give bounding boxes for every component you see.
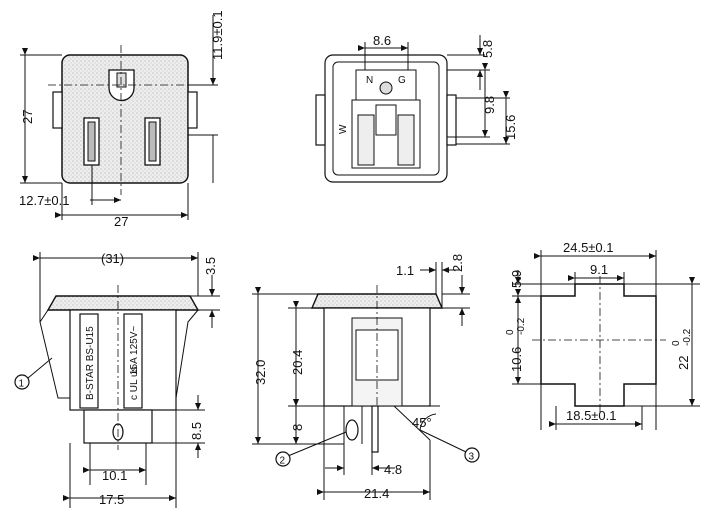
cutout-top-width-label: 24.5±0.1 bbox=[563, 240, 614, 255]
front-offset-label: 12.7±0.1 bbox=[19, 193, 70, 208]
cutout-center-tol-upper: 0 bbox=[505, 329, 516, 335]
cutout-notch-depth-label: 5.9 bbox=[509, 270, 524, 288]
label-panel-right bbox=[123, 313, 143, 409]
cutout-outline bbox=[540, 283, 657, 407]
callout-2: 2 bbox=[280, 456, 286, 467]
ground-screw bbox=[379, 81, 393, 95]
side-pin-spacing-label: 10.1 bbox=[102, 468, 127, 483]
callout-3: 3 bbox=[469, 452, 475, 463]
front-height-label: 27 bbox=[20, 110, 35, 124]
cutout-center-tol-lower: -0.2 bbox=[516, 317, 527, 335]
label-rating: 15A 125V~ bbox=[129, 326, 140, 375]
section-dim-8-label: 8 bbox=[290, 424, 305, 431]
cutout-overall-height-label: 22 bbox=[676, 356, 691, 370]
side-body-width-label: 17.5 bbox=[99, 492, 124, 507]
callout-1: 1 bbox=[19, 379, 25, 390]
front-width-label: 27 bbox=[114, 214, 128, 229]
top-dim-b-label: 9.8 bbox=[482, 96, 497, 114]
top-view: N G W 8.6 5.8 9.8 15.6 bbox=[315, 33, 518, 183]
top-dim-a-label: 5.8 bbox=[480, 40, 495, 58]
top-spacing-label: 8.6 bbox=[373, 33, 391, 48]
side-flange-label: 3.5 bbox=[203, 257, 218, 275]
label-panel-left bbox=[79, 313, 99, 409]
top-right-clip bbox=[446, 94, 457, 146]
cutout-bottom-width-label: 18.5±0.1 bbox=[566, 408, 617, 423]
section-view: 1.1 2.8 32.0 20.4 8 4.8 21.4 45° bbox=[252, 254, 480, 501]
section-angle-label: 45° bbox=[412, 415, 432, 430]
side-overall-label: (31) bbox=[101, 251, 124, 266]
ground-contact bbox=[116, 72, 127, 88]
side-view: B-STAR BS-U15 15A 125V~ c UL us (31) 3.5… bbox=[14, 251, 220, 508]
cutout-view: 24.5±0.1 9.1 5.9 10.6 0 -0.2 22 0 -0.2 1… bbox=[505, 240, 700, 430]
mark-n: N bbox=[366, 75, 373, 86]
mark-w: W bbox=[338, 124, 349, 134]
side-pin-height-label: 8.5 bbox=[189, 422, 204, 440]
cutout-overall-tol-lower: -0.2 bbox=[682, 328, 693, 346]
terminal-left bbox=[357, 114, 375, 166]
right-slot bbox=[144, 117, 161, 166]
cutout-center-height-label: 10.6 bbox=[509, 347, 524, 372]
terminal-right bbox=[397, 114, 415, 166]
section-dim-48-label: 4.8 bbox=[384, 462, 402, 477]
section-dim-28-label: 2.8 bbox=[450, 254, 465, 272]
cutout-notch-width-label: 9.1 bbox=[590, 262, 608, 277]
right-clip bbox=[187, 91, 198, 129]
top-dim-c-label: 15.6 bbox=[503, 115, 518, 140]
left-slot bbox=[83, 117, 100, 166]
front-view: 27 27 12.7±0.1 11.9±0.1 bbox=[19, 10, 225, 229]
section-pin bbox=[345, 419, 359, 441]
side-flange bbox=[46, 295, 200, 311]
section-dim-11-label: 1.1 bbox=[396, 263, 414, 278]
section-dim-320-label: 32.0 bbox=[253, 360, 268, 385]
section-dim-214-label: 21.4 bbox=[364, 486, 389, 501]
cutout-overall-tol-upper: 0 bbox=[671, 340, 682, 346]
section-dim-204-label: 20.4 bbox=[290, 350, 305, 375]
left-clip bbox=[52, 91, 63, 129]
label-brand: B-STAR BS-U15 bbox=[85, 326, 96, 400]
mark-g: G bbox=[398, 75, 406, 86]
top-left-clip bbox=[315, 94, 326, 146]
label-mark: c UL us bbox=[129, 366, 140, 400]
front-ground-offset-label: 11.9±0.1 bbox=[210, 10, 225, 60]
